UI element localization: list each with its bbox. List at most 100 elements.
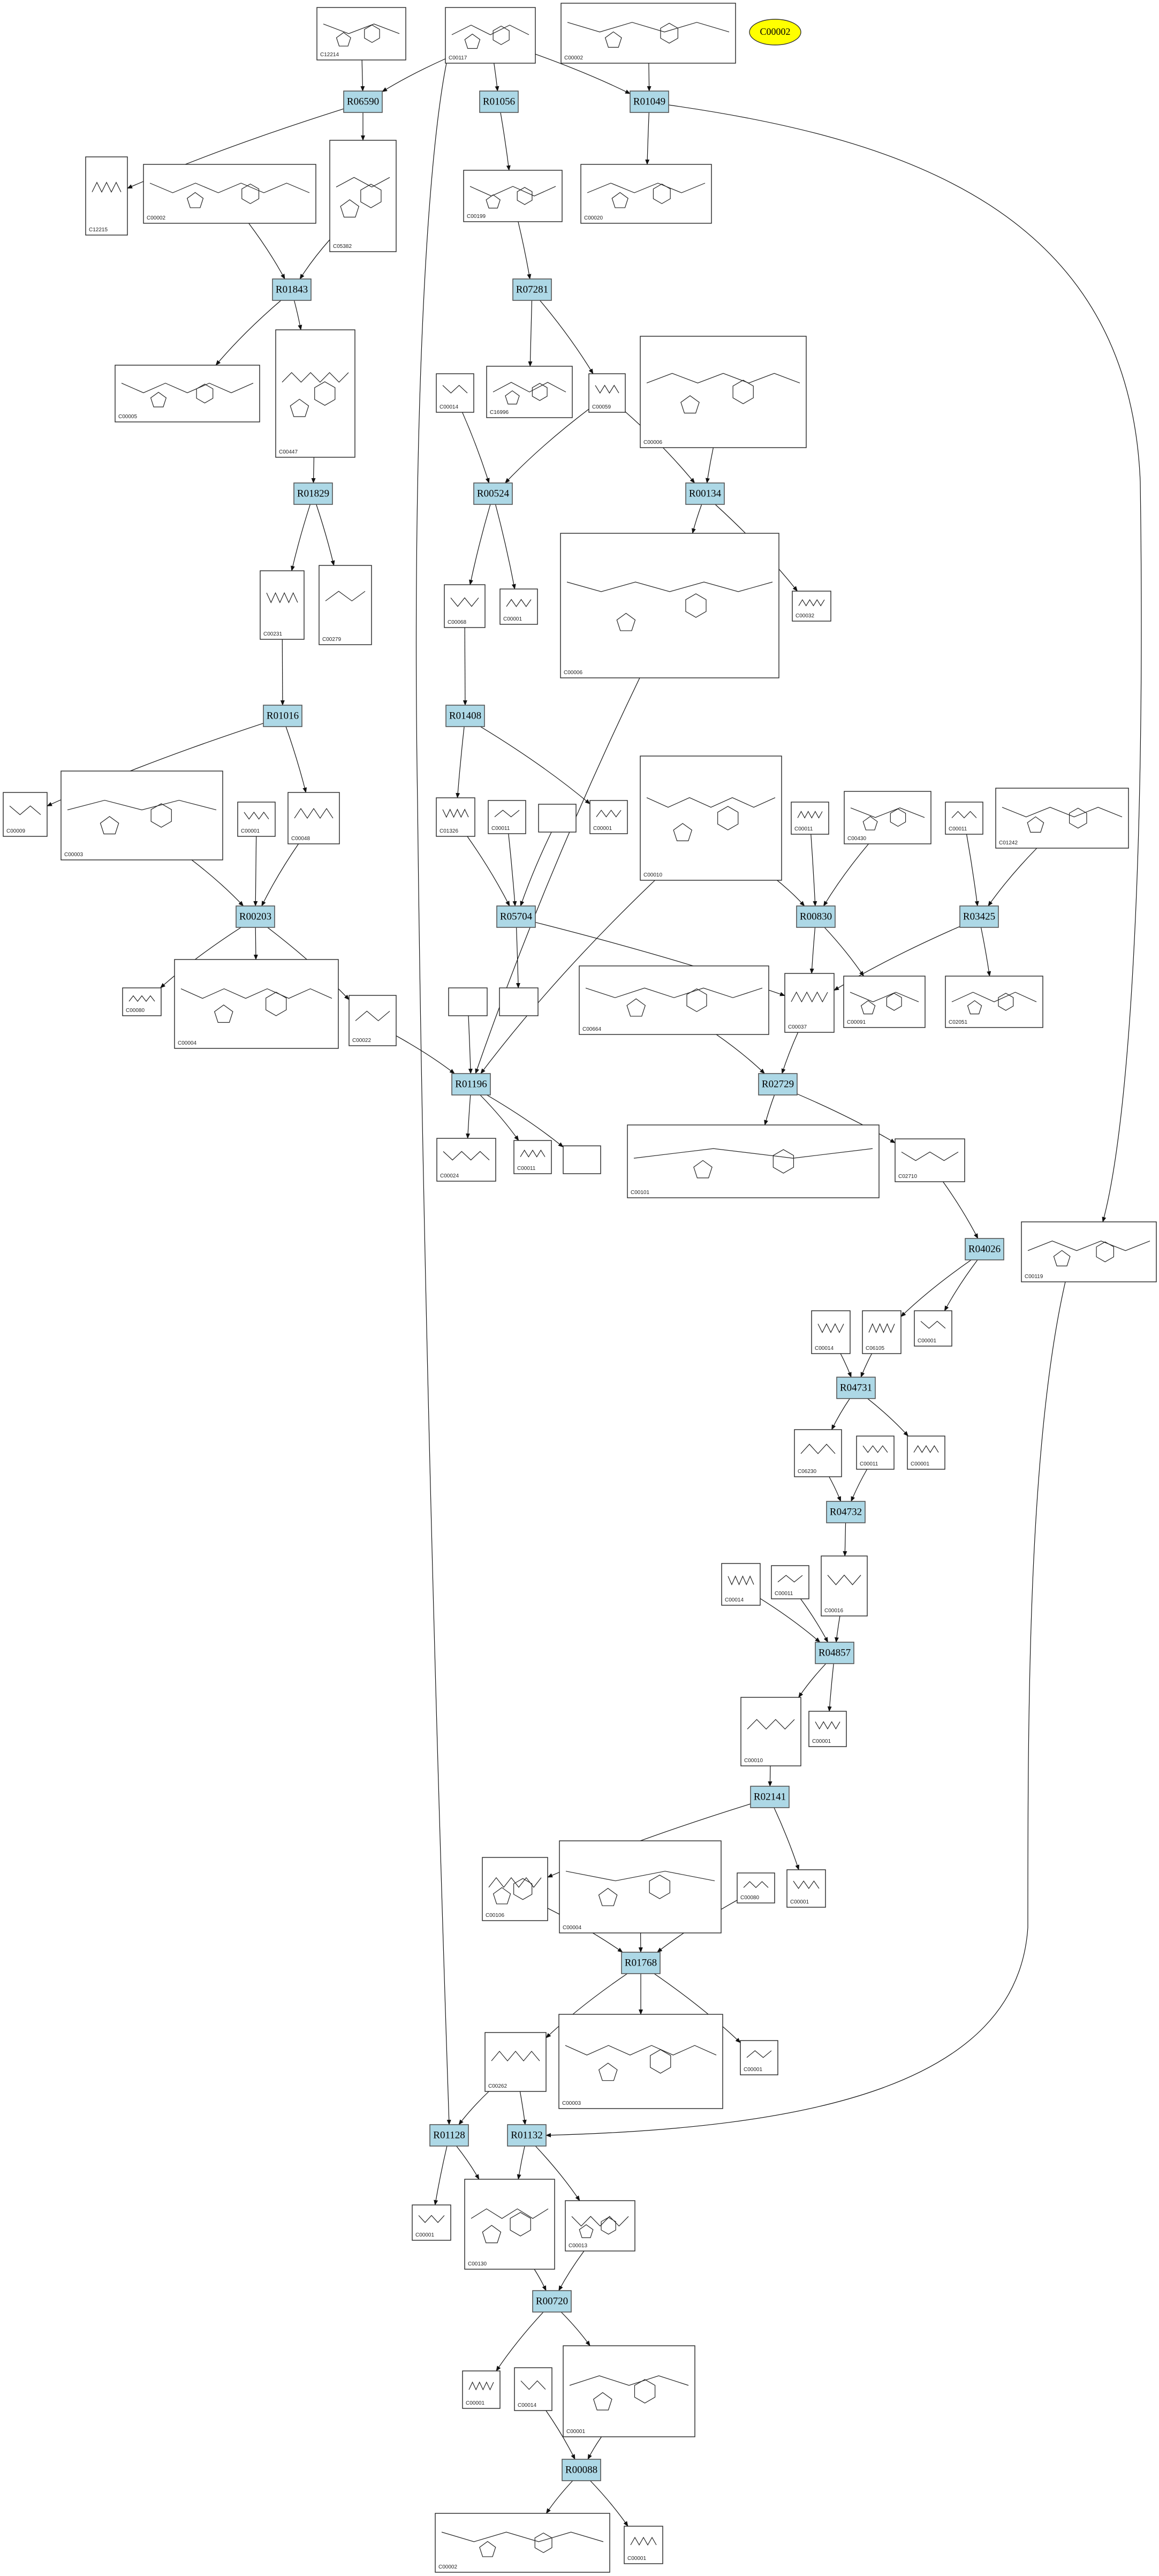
compound-C01242[interactable]: C01242 bbox=[995, 788, 1129, 849]
reaction-R07281[interactable]: R07281 bbox=[512, 278, 552, 301]
compound-C00014b[interactable]: C00014 bbox=[811, 1310, 851, 1354]
reaction-R04857[interactable]: R04857 bbox=[815, 1642, 854, 1664]
compound-C00022[interactable]: C00022 bbox=[349, 995, 397, 1046]
compound-blank4[interactable] bbox=[563, 1145, 601, 1174]
reaction-R01056[interactable]: R01056 bbox=[479, 90, 519, 113]
compound-C02710[interactable]: C02710 bbox=[895, 1138, 965, 1182]
reaction-R04026[interactable]: R04026 bbox=[965, 1238, 1004, 1260]
compound-C00117[interactable]: C00117 bbox=[445, 7, 536, 64]
reaction-R00088[interactable]: R00088 bbox=[562, 2459, 601, 2481]
compound-C00003b[interactable]: C00003 bbox=[558, 2014, 723, 2109]
compound-C00119[interactable]: C00119 bbox=[1021, 1221, 1157, 1282]
compound-C06230[interactable]: C06230 bbox=[794, 1429, 842, 1477]
compound-C00664[interactable]: C00664 bbox=[579, 965, 769, 1035]
compound-C01326[interactable]: C01326 bbox=[436, 797, 475, 837]
compound-C00001c[interactable]: C00001 bbox=[589, 800, 628, 834]
compound-C00231[interactable]: C00231 bbox=[260, 570, 305, 640]
compound-C00101[interactable]: C00101 bbox=[627, 1124, 880, 1198]
reaction-R01408[interactable]: R01408 bbox=[445, 705, 485, 727]
reaction-R01843[interactable]: R01843 bbox=[272, 278, 312, 301]
reaction-R00524[interactable]: R00524 bbox=[473, 482, 513, 505]
compound-C00024[interactable]: C00024 bbox=[436, 1138, 496, 1182]
reaction-R06590[interactable]: R06590 bbox=[343, 90, 383, 113]
compound-C00003[interactable]: C00003 bbox=[60, 770, 223, 860]
compound-C00011f[interactable]: C00011 bbox=[771, 1565, 809, 1599]
compound-C00262[interactable]: C00262 bbox=[484, 2032, 547, 2092]
compound-C00006[interactable]: C00006 bbox=[640, 336, 807, 448]
compound-C00059[interactable]: C00059 bbox=[588, 373, 626, 413]
compound-blank1[interactable] bbox=[538, 804, 577, 833]
compound-C00001i[interactable]: C00001 bbox=[412, 2204, 451, 2241]
reaction-R01132[interactable]: R01132 bbox=[507, 2124, 547, 2147]
compound-C00106[interactable]: C00106 bbox=[482, 1857, 548, 1921]
compound-C12214[interactable]: C12214 bbox=[316, 7, 406, 61]
reaction-R01768[interactable]: R01768 bbox=[621, 1952, 661, 1974]
compound-C00199[interactable]: C00199 bbox=[463, 170, 563, 222]
compound-C00011a[interactable]: C00011 bbox=[488, 800, 526, 834]
reaction-R01196[interactable]: R01196 bbox=[451, 1073, 491, 1096]
compound-C00014d[interactable]: C00014 bbox=[514, 2367, 552, 2411]
compound-C02051[interactable]: C02051 bbox=[945, 976, 1043, 1028]
compound-C00001a[interactable]: C00001 bbox=[499, 588, 538, 625]
compound-C00020[interactable]: C00020 bbox=[580, 164, 712, 224]
reaction-R00203[interactable]: R00203 bbox=[236, 905, 275, 928]
compound-blank3[interactable] bbox=[499, 987, 539, 1016]
compound-C00014a[interactable]: C00014 bbox=[436, 373, 474, 413]
reaction-R02729[interactable]: R02729 bbox=[758, 1073, 798, 1096]
compound-C00080[interactable]: C00080 bbox=[122, 987, 162, 1016]
compound-C05382[interactable]: C05382 bbox=[329, 140, 397, 252]
compound-C00014c[interactable]: C00014 bbox=[721, 1563, 761, 1606]
compound-C12215[interactable]: C12215 bbox=[85, 156, 128, 236]
reaction-R04732[interactable]: R04732 bbox=[826, 1501, 866, 1523]
compound-C00001l[interactable]: C00001 bbox=[624, 2526, 663, 2564]
reaction-R04731[interactable]: R04731 bbox=[836, 1377, 876, 1399]
reaction-R01829[interactable]: R01829 bbox=[293, 482, 333, 505]
compound-C00005[interactable]: C00005 bbox=[115, 365, 260, 422]
compound-C00002a[interactable]: C00002 bbox=[560, 3, 736, 64]
compound-C00002c[interactable]: C00002 bbox=[435, 2513, 610, 2573]
compound-C00011e[interactable]: C00011 bbox=[856, 1436, 895, 1470]
reaction-R05704[interactable]: R05704 bbox=[496, 905, 536, 928]
compound-C00279[interactable]: C00279 bbox=[319, 565, 372, 645]
compound-C00004b[interactable]: C00004 bbox=[559, 1840, 722, 1933]
reaction-R02141[interactable]: R02141 bbox=[750, 1786, 790, 1808]
compound-C00080b[interactable]: C00080 bbox=[737, 1872, 775, 1903]
compound-C06105[interactable]: C06105 bbox=[862, 1310, 902, 1354]
compound-C00130[interactable]: C00130 bbox=[464, 2179, 555, 2270]
reaction-R01049[interactable]: R01049 bbox=[630, 90, 669, 113]
compound-C00004[interactable]: C00004 bbox=[174, 959, 339, 1049]
compound-C00032[interactable]: C00032 bbox=[792, 591, 831, 622]
compound-C00016[interactable]: C00016 bbox=[821, 1555, 868, 1616]
compound-C00430[interactable]: C00430 bbox=[844, 791, 931, 844]
compound-C00002b[interactable]: C00002 bbox=[143, 164, 316, 224]
compound-C00091[interactable]: C00091 bbox=[843, 976, 926, 1028]
compound-C00001b[interactable]: C00001 bbox=[237, 802, 276, 837]
compound-C00011b[interactable]: C00011 bbox=[791, 802, 829, 835]
reaction-R01128[interactable]: R01128 bbox=[429, 2124, 469, 2147]
compound-C00048[interactable]: C00048 bbox=[287, 792, 340, 844]
compound-C00011c[interactable]: C00011 bbox=[945, 802, 983, 835]
reaction-R00134[interactable]: R00134 bbox=[685, 482, 725, 505]
reaction-R03425[interactable]: R03425 bbox=[959, 905, 999, 928]
compound-C00013[interactable]: C00013 bbox=[565, 2200, 635, 2252]
compound-blank2[interactable] bbox=[448, 987, 488, 1016]
reaction-R00830[interactable]: R00830 bbox=[796, 905, 836, 928]
compound-C00011d[interactable]: C00011 bbox=[513, 1140, 552, 1174]
compound-C00001j[interactable]: C00001 bbox=[462, 2370, 501, 2409]
compound-C00447[interactable]: C00447 bbox=[275, 329, 355, 458]
reaction-R01016[interactable]: R01016 bbox=[263, 705, 302, 727]
compound-C00010b[interactable]: C00010 bbox=[740, 1697, 801, 1766]
compound-C00001d[interactable]: C00001 bbox=[914, 1310, 952, 1347]
compound-C00010[interactable]: C00010 bbox=[640, 756, 782, 881]
compound-C00037[interactable]: C00037 bbox=[784, 973, 835, 1033]
compound-C00006b[interactable]: C00006 bbox=[560, 533, 779, 678]
compound-C00001f[interactable]: C00001 bbox=[808, 1711, 847, 1747]
compound-C00068[interactable]: C00068 bbox=[444, 584, 486, 628]
compound-C00001h[interactable]: C00001 bbox=[740, 2040, 778, 2075]
compound-C00001g[interactable]: C00001 bbox=[786, 1869, 826, 1908]
compound-C00009[interactable]: C00009 bbox=[3, 792, 48, 837]
reaction-R00720[interactable]: R00720 bbox=[532, 2290, 572, 2313]
compound-C16996[interactable]: C16996 bbox=[486, 366, 573, 418]
compound-C00001k[interactable]: C00001 bbox=[563, 2345, 695, 2437]
compound-C00001e[interactable]: C00001 bbox=[907, 1436, 945, 1470]
